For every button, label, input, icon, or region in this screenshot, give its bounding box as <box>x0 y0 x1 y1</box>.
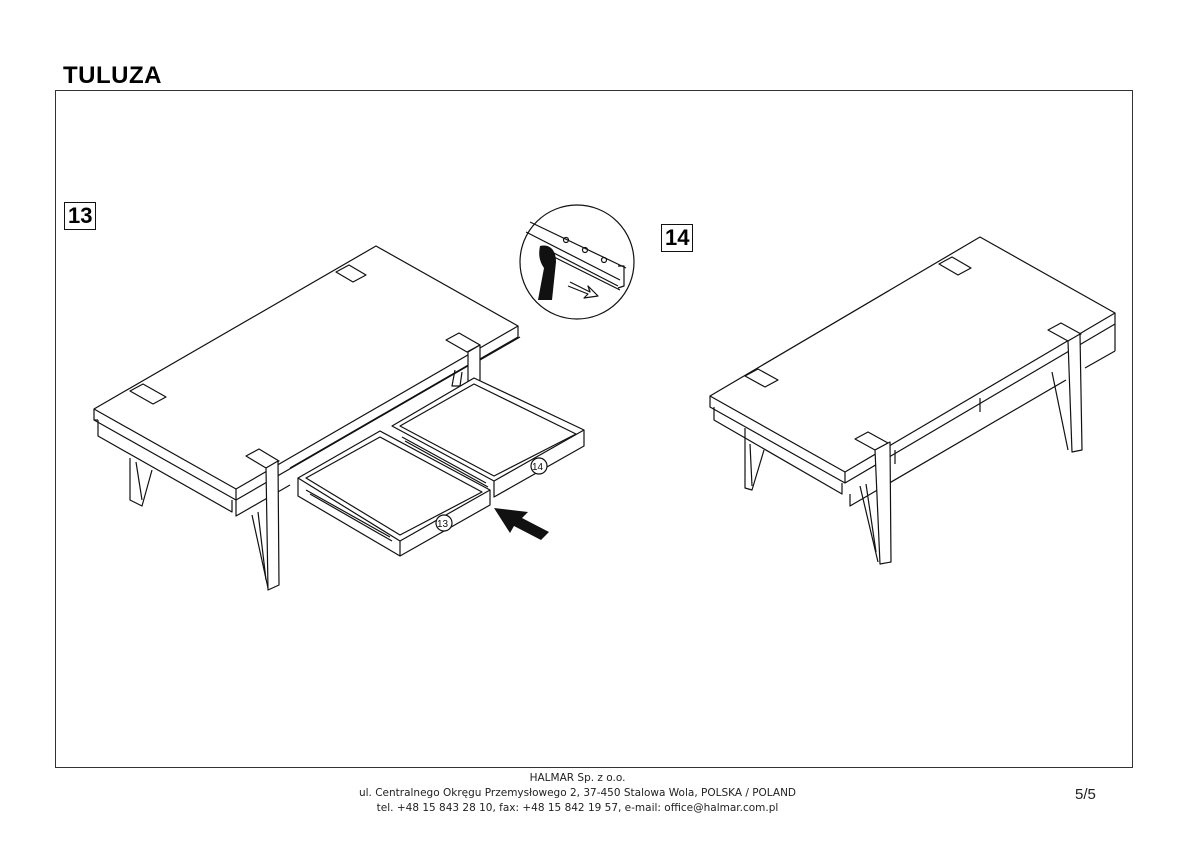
direction-arrow-icon <box>567 281 599 299</box>
step-number-14: 14 <box>661 224 694 252</box>
footer: HALMAR Sp. z o.o. ul. Centralnego Okręgu… <box>0 771 1155 816</box>
push-arrow-icon <box>494 508 549 540</box>
drawer-13-label: 13 <box>437 519 449 530</box>
drawer-13 <box>297 430 491 557</box>
document-title: TULUZA <box>63 62 162 89</box>
step-number-13: 13 <box>64 202 97 230</box>
instruction-frame <box>55 90 1133 768</box>
hand-icon <box>538 245 556 300</box>
table-with-open-drawers-illustration <box>93 245 585 591</box>
footer-address: ul. Centralnego Okręgu Przemysłowego 2, … <box>358 787 797 799</box>
footer-company: HALMAR Sp. z o.o. <box>529 772 626 784</box>
footer-contact: tel. +48 15 843 28 10, fax: +48 15 842 1… <box>376 802 779 814</box>
page-number: 5/5 <box>1075 786 1096 803</box>
drawer-14 <box>391 377 585 498</box>
drawer-14-label: 14 <box>532 462 544 473</box>
rail-detail-callout <box>519 204 635 320</box>
assembled-table-illustration <box>709 236 1116 565</box>
